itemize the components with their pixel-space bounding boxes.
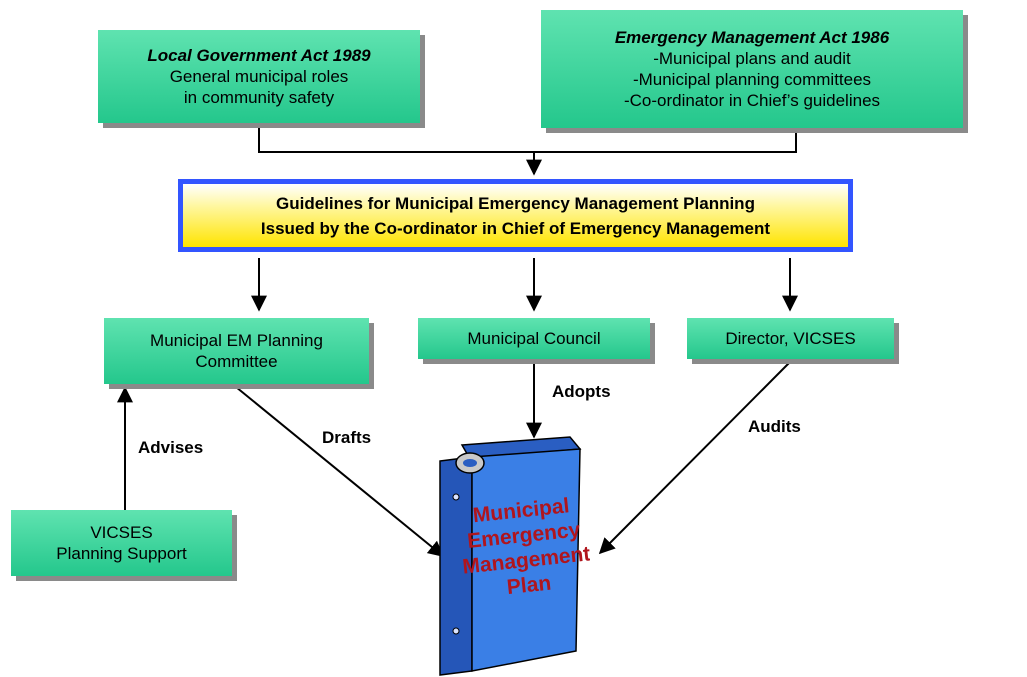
- lga-connector: [258, 123, 534, 153]
- guidelines-line-1: Guidelines for Municipal Emergency Manag…: [276, 193, 755, 213]
- ema-connector: [534, 128, 797, 153]
- lga-line-2: in community safety: [183, 88, 335, 107]
- vicses-line-2: Planning Support: [56, 544, 187, 563]
- committee-line-2: Committee: [195, 352, 278, 371]
- audits-label: Audits: [748, 417, 801, 436]
- adopts-label: Adopts: [552, 382, 611, 401]
- council-label: Municipal Council: [467, 329, 601, 348]
- advises-label: Advises: [138, 438, 204, 457]
- ema-line-1: -Municipal plans and audit: [653, 49, 851, 68]
- guidelines-line-2: Issued by the Co-ordinator in Chief of E…: [260, 218, 771, 238]
- guidelines-box: Guidelines for Municipal Emergency Manag…: [178, 179, 853, 252]
- ema-title: Emergency Management Act 1986: [614, 28, 890, 47]
- vicses-planning-support-box: VICSES Planning Support: [11, 510, 232, 576]
- director-vicses-box: Director, VICSES: [687, 318, 894, 359]
- lga-line-1: General municipal roles: [169, 67, 349, 86]
- plan-title-line-4: Plan: [506, 572, 553, 600]
- drafts-label: Drafts: [322, 428, 372, 447]
- audits-arrow: [598, 361, 791, 555]
- municipal-em-planning-committee-box: Municipal EM Planning Committee: [104, 318, 369, 384]
- local-government-act-box: Local Government Act 1989 General munici…: [98, 30, 420, 123]
- director-label: Director, VICSES: [725, 329, 856, 348]
- drafts-arrow: [235, 386, 445, 558]
- ema-line-3: -Co-ordinator in Chief’s guidelines: [623, 91, 881, 110]
- ema-line-2: -Municipal planning committees: [632, 70, 872, 89]
- committee-line-1: Municipal EM Planning: [150, 331, 323, 350]
- lga-title: Local Government Act 1989: [147, 46, 371, 65]
- municipal-council-box: Municipal Council: [418, 318, 650, 359]
- plan-binder-icon: Municipal Emergency Management Plan: [439, 436, 590, 676]
- vicses-line-1: VICSES: [90, 523, 153, 542]
- emergency-management-act-box: Emergency Management Act 1986 -Municipal…: [541, 10, 963, 128]
